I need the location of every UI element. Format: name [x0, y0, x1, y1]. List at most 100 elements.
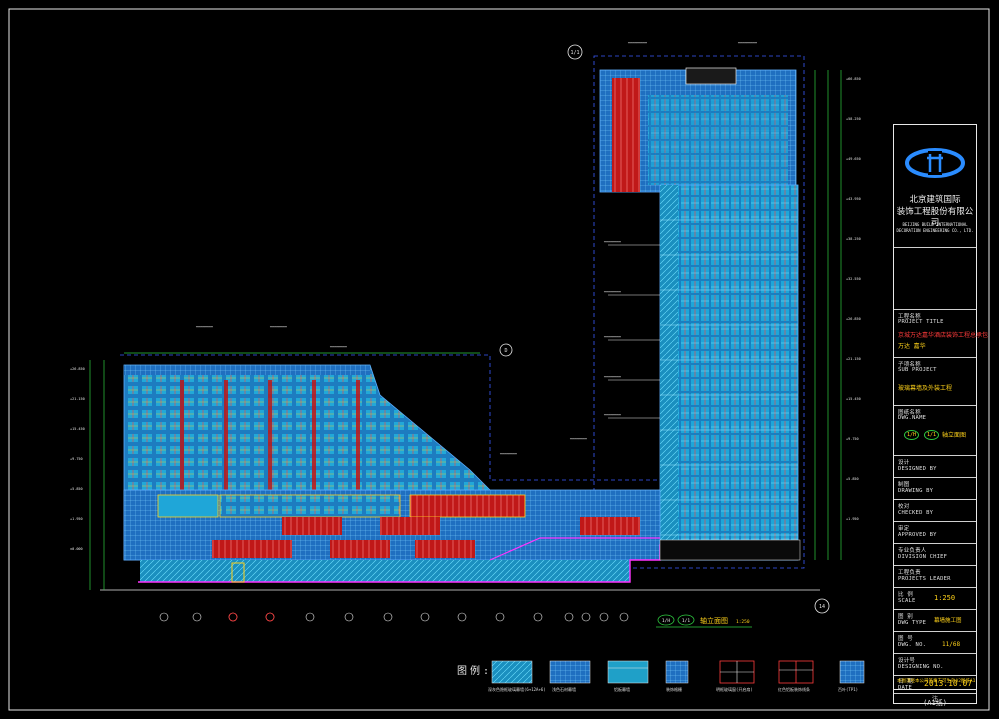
svg-text:+32.550: +32.550: [846, 277, 861, 281]
svg-text:━━━━━━━━: ━━━━━━━━: [269, 325, 288, 329]
checked-label: 校对: [898, 504, 910, 510]
svg-text:━━━━━━━━: ━━━━━━━━: [603, 335, 622, 339]
svg-text:+26.850: +26.850: [70, 367, 85, 371]
dwg-name-axis-b: 1/1: [924, 430, 940, 440]
tower-elevation: +66.850+58.250+49.650 +43.950+38.250+32.…: [593, 41, 861, 569]
svg-text:+43.950: +43.950: [846, 197, 861, 201]
svg-text:━━━━━━━━: ━━━━━━━━: [329, 345, 348, 349]
svg-text:━━━━━━━━: ━━━━━━━━: [569, 437, 588, 441]
svg-text:+15.450: +15.450: [70, 427, 85, 431]
date-label-en: DATE: [898, 685, 913, 691]
dwg-type-label: 图 别: [898, 614, 913, 620]
designing-no-label-en: DESIGNING NO.: [898, 664, 944, 670]
svg-text:━━━━━━━━: ━━━━━━━━: [603, 375, 622, 379]
axis-bubble-3: 14: [819, 604, 825, 610]
dwg-no-label: 图 号: [898, 636, 913, 642]
view-title: 1/H 1/1 轴立面图 1:250: [656, 614, 752, 628]
legend-swatch-4: [665, 660, 689, 684]
legend-caption-5: 明框玻璃窗(开启扇): [716, 687, 753, 692]
dwg-name-label-en: DWG.NAME: [898, 415, 927, 421]
svg-text:+58.250: +58.250: [846, 117, 861, 121]
legend-caption-7: 百叶(TP1): [838, 687, 859, 692]
svg-text:+38.250: +38.250: [846, 237, 861, 241]
svg-text:+9.750: +9.750: [846, 437, 859, 441]
sheet-border: [8, 8, 990, 711]
svg-text:+1.950: +1.950: [70, 517, 83, 521]
legend-swatch-7: [839, 660, 865, 684]
dwg-name-axis-a: 1/H: [904, 430, 920, 440]
legend-swatch-3: [607, 660, 649, 684]
designed-label-en: DESIGNED BY: [898, 466, 937, 472]
svg-text:━━━━━━━━: ━━━━━━━━: [195, 325, 214, 329]
drawing-label: 制图: [898, 482, 910, 488]
sub-project-value: 玻璃幕墙及外装工程: [898, 385, 953, 392]
svg-text:+21.150: +21.150: [70, 397, 85, 401]
view-title-text: 轴立面图: [700, 616, 728, 625]
podium-elevation: +26.850 +21.150 +15.450 +9.750 +5.850 +1.950…: [70, 325, 820, 622]
sub-project-label: 子项名称: [898, 362, 921, 368]
company-name-en-2: DECORATION ENGINEERING CO., LTD.: [896, 228, 974, 233]
svg-text:±0.000: ±0.000: [70, 547, 83, 551]
date-label: 日 期: [898, 679, 913, 685]
axis-bubble-2: D: [504, 348, 507, 354]
legend-caption-6: 红色铝板装饰线条: [778, 687, 810, 692]
title-block: 北京建筑国际 装饰工程股份有限公司 BEIJING BUILD INTERNAT…: [893, 124, 988, 704]
approved-label-en: APPROVED BY: [898, 532, 937, 538]
dwg-name-value: 轴立面图: [942, 432, 967, 439]
svg-text:+5.850: +5.850: [846, 477, 859, 481]
svg-text:━━━━━━━━━: ━━━━━━━━━: [627, 41, 648, 45]
project-title-label-en: PROJECT TITLE: [898, 319, 944, 325]
legend-swatch-1: [491, 660, 533, 684]
scale-value: 1:250: [934, 594, 956, 602]
legend: [491, 660, 865, 684]
checked-label-en: CHECKED BY: [898, 510, 934, 516]
project-title-value: 京城万达嘉华酒店装饰工程总承包: [898, 332, 989, 339]
date-value: 2013.10.07: [924, 679, 973, 688]
svg-text:+49.650: +49.650: [846, 157, 861, 161]
projects-leader-label: 工程负责: [898, 570, 921, 576]
designing-no-label: 设计号: [898, 658, 916, 664]
svg-text:━━━━━━━━: ━━━━━━━━: [499, 452, 518, 456]
legend-caption-3: 铝板幕墙: [614, 687, 630, 692]
legend-caption-2: 浅色石材幕墙: [552, 687, 576, 692]
sub-project-label-en: SUB PROJECT: [898, 367, 937, 373]
notice-value: 本图须经本公司签章方可生效A2图纸A1: [897, 679, 976, 684]
svg-text:+5.850: +5.850: [70, 487, 83, 491]
view-axis-b: 1/1: [682, 618, 690, 624]
company-logo: [905, 148, 965, 178]
scale-label: 比 例: [898, 592, 913, 598]
svg-text:+21.150: +21.150: [846, 357, 861, 361]
legend-title: 图例:: [457, 666, 493, 677]
svg-text:━━━━━━━━: ━━━━━━━━: [603, 240, 622, 244]
svg-text:+1.950: +1.950: [846, 517, 859, 521]
axis-bubble-1: 1/1: [570, 50, 579, 56]
project-title-value-2: 万达 嘉华: [898, 343, 926, 350]
dwg-name-label: 图纸名称: [898, 410, 921, 416]
sheet-size: (A1纸): [923, 699, 947, 707]
svg-text:━━━━━━━━: ━━━━━━━━: [603, 413, 622, 417]
division-chief-label: 专业负责人: [898, 548, 927, 554]
approved-label: 审定: [898, 526, 910, 532]
designed-label: 设计: [898, 460, 910, 466]
project-title-label: 工程名称: [898, 314, 921, 320]
dwg-type-value: 幕墙施工图: [934, 618, 962, 624]
svg-text:+9.750: +9.750: [70, 457, 83, 461]
dwg-no-label-en: DWG. NO.: [898, 642, 927, 648]
svg-text:━━━━━━━━━: ━━━━━━━━━: [737, 41, 758, 45]
svg-text:+26.850: +26.850: [846, 317, 861, 321]
projects-leader-label-en: PROJECTS LEADER: [898, 576, 951, 582]
axis-bubbles: 1/1 D 14: [499, 44, 830, 614]
legend-caption-4: 装饰格栅: [666, 687, 682, 692]
notice-label: 注: [932, 696, 939, 703]
scale-label-en: SCALE: [898, 598, 916, 604]
dwg-type-label-en: DWG TYPE: [898, 620, 927, 626]
view-scale: 1:250: [736, 619, 750, 625]
drawing-label-en: DRAWING BY: [898, 488, 934, 494]
legend-swatch-2: [549, 660, 591, 684]
division-chief-label-en: DIVISION CHIEF: [898, 554, 948, 560]
company-name-en: BEIJING BUILD INTERNATIONAL: [902, 222, 968, 227]
svg-text:━━━━━━━━: ━━━━━━━━: [603, 290, 622, 294]
company-name-cn: 北京建筑国际: [909, 195, 961, 205]
svg-text:+15.450: +15.450: [846, 397, 861, 401]
